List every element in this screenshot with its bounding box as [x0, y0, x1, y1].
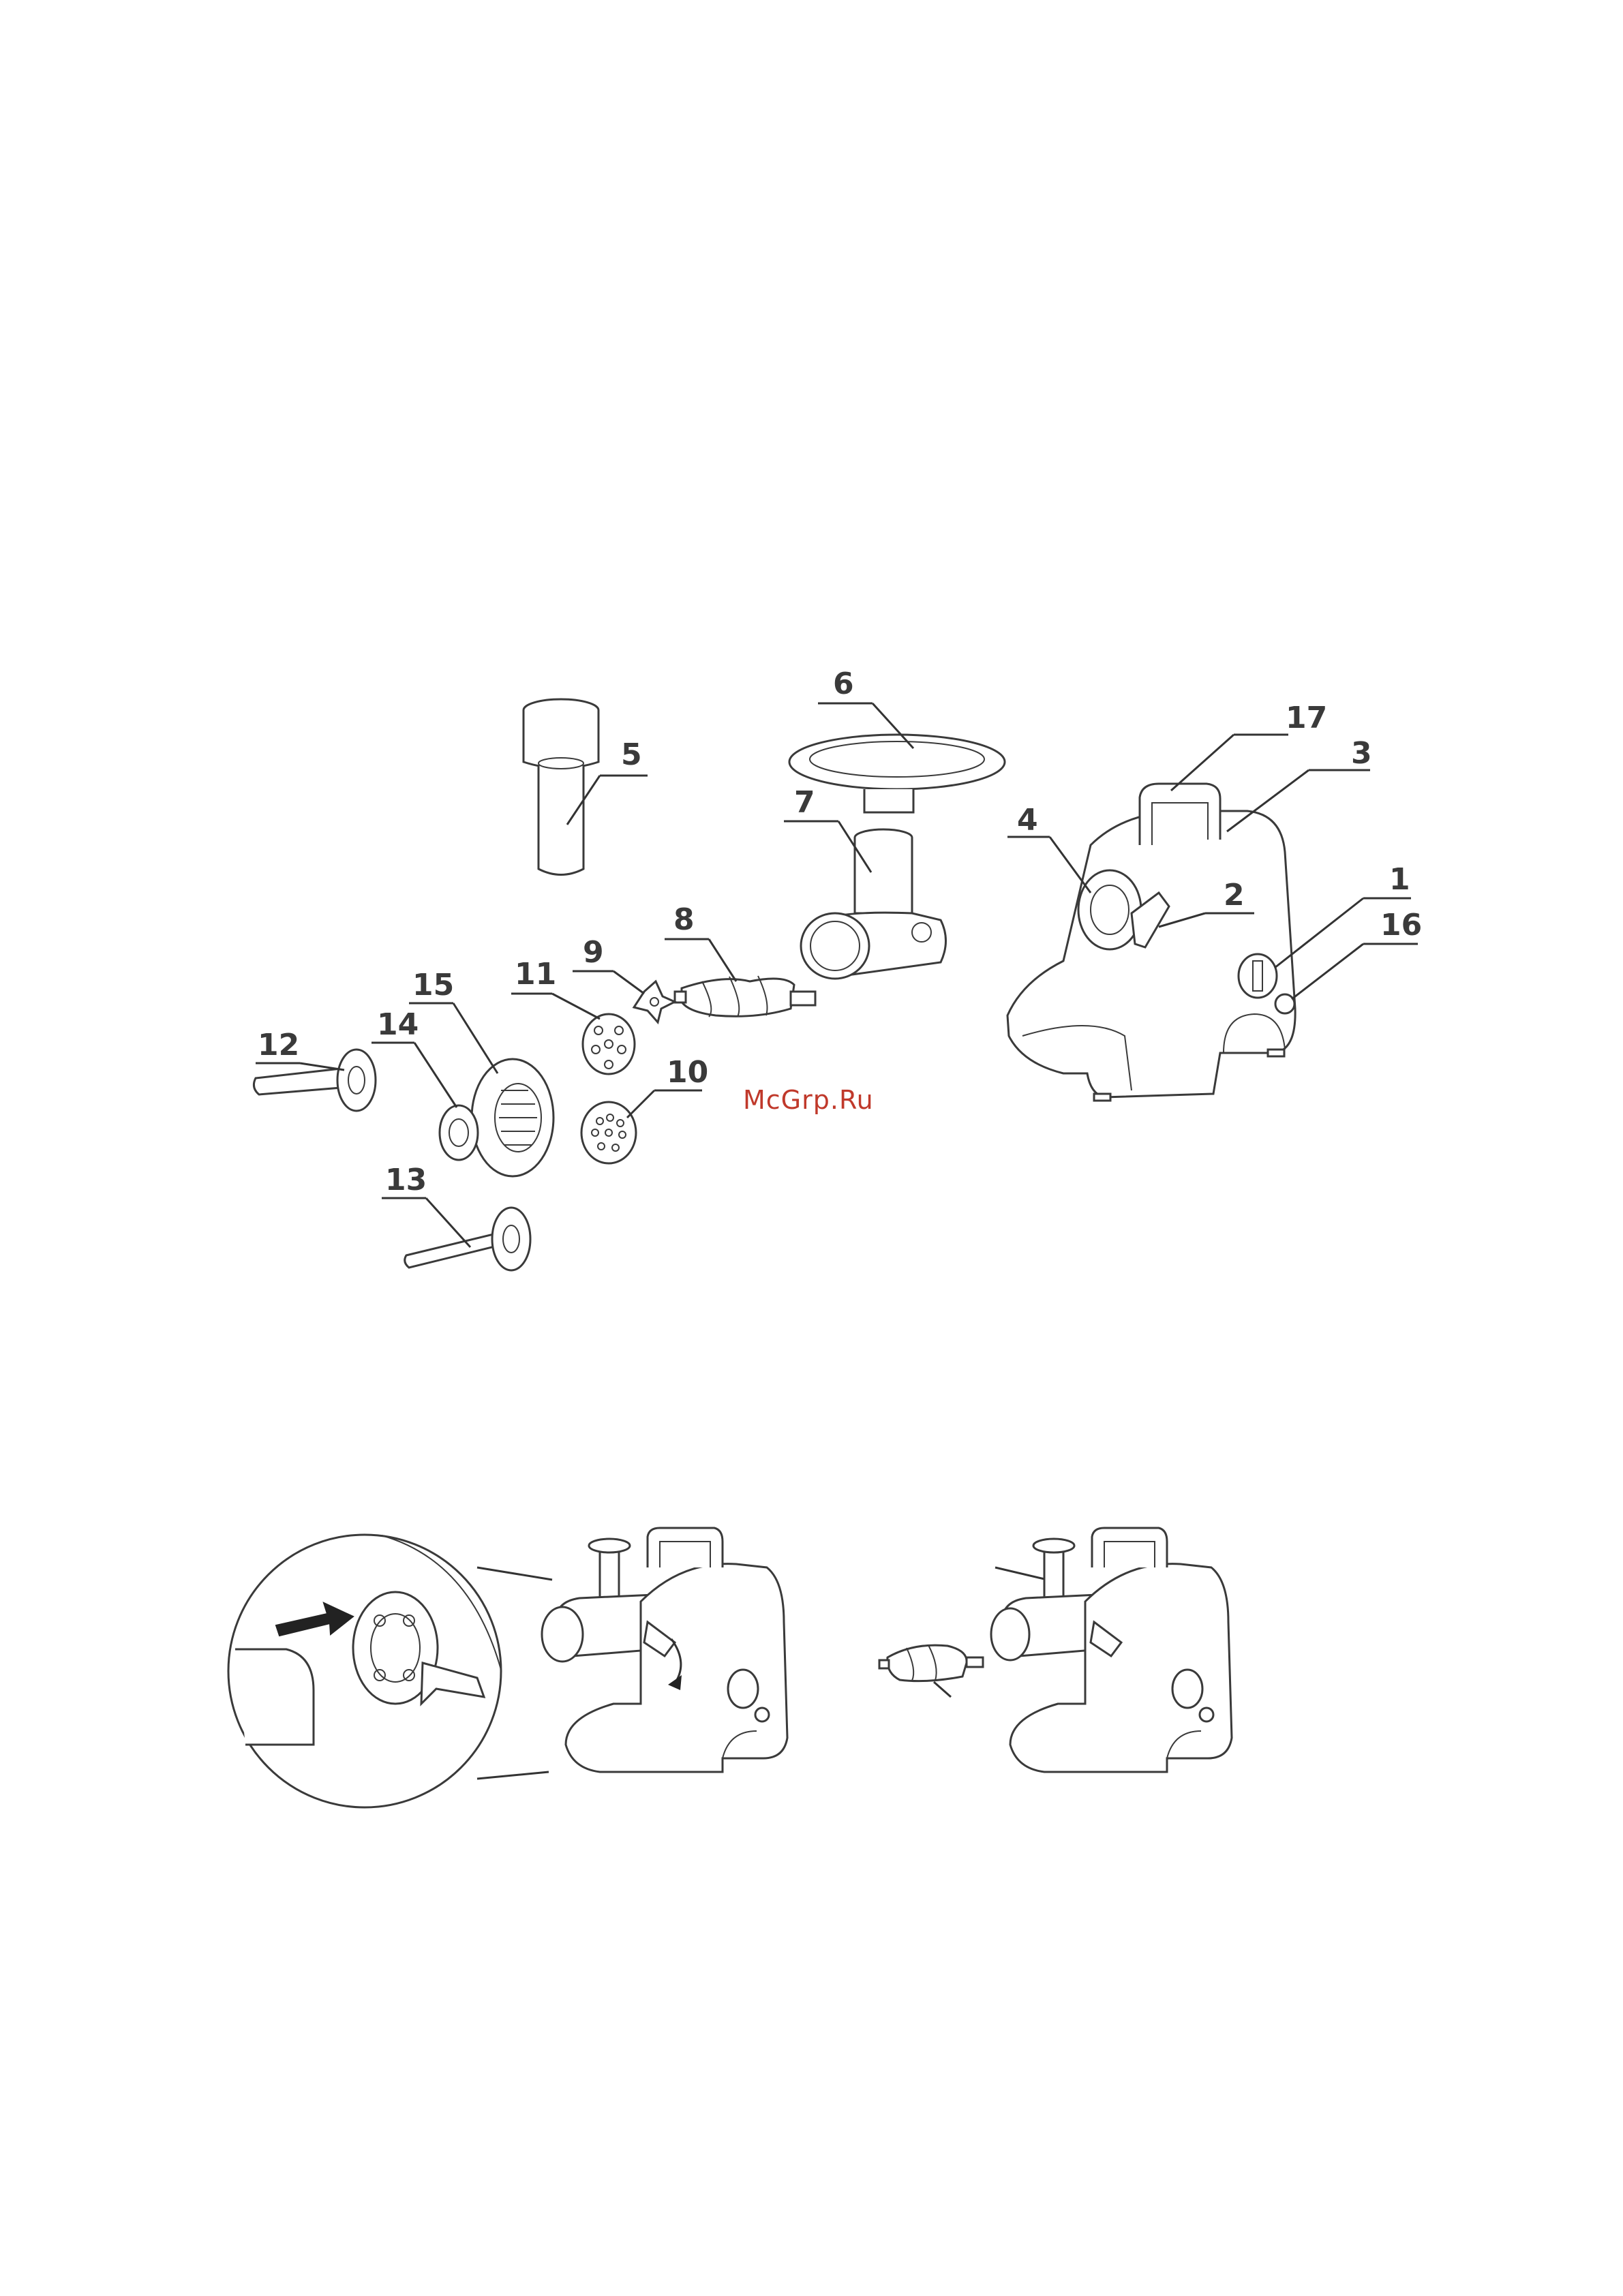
part-5-pusher	[524, 699, 598, 875]
label-5: 5	[621, 737, 642, 772]
label-16: 16	[1380, 908, 1422, 943]
exploded-view: 5 6 7 4 17 3 2 1 16 8 9 11 10 15 14 12 1…	[254, 667, 1422, 1270]
label-13: 13	[385, 1163, 427, 1197]
part-10-disk	[581, 1102, 636, 1163]
label-17: 17	[1286, 701, 1327, 735]
watermark: McGrp.Ru	[743, 1085, 874, 1115]
part-6-tray	[789, 735, 1005, 812]
part-15-ring-nut	[472, 1059, 553, 1176]
label-7: 7	[794, 785, 815, 820]
label-14: 14	[377, 1007, 419, 1042]
label-4: 4	[1017, 803, 1038, 838]
label-8: 8	[673, 902, 695, 937]
motor-body	[1007, 784, 1295, 1101]
part-13-nozzle	[405, 1208, 530, 1270]
label-15: 15	[412, 968, 454, 1002]
part-8-auger	[675, 976, 815, 1017]
label-9: 9	[583, 935, 604, 970]
label-3: 3	[1351, 736, 1372, 771]
label-2: 2	[1224, 878, 1245, 913]
part-11-disk	[583, 1014, 635, 1074]
label-10: 10	[667, 1055, 708, 1090]
assembly-step-1	[228, 1528, 787, 1807]
assembly-step-2	[879, 1528, 1232, 1772]
part-9-knife	[634, 981, 675, 1022]
part-14-adapter	[440, 1105, 478, 1160]
part-7-grinder-head	[801, 829, 946, 979]
label-11: 11	[515, 957, 556, 992]
label-12: 12	[258, 1028, 299, 1062]
label-6: 6	[833, 667, 854, 701]
label-1: 1	[1389, 862, 1410, 897]
